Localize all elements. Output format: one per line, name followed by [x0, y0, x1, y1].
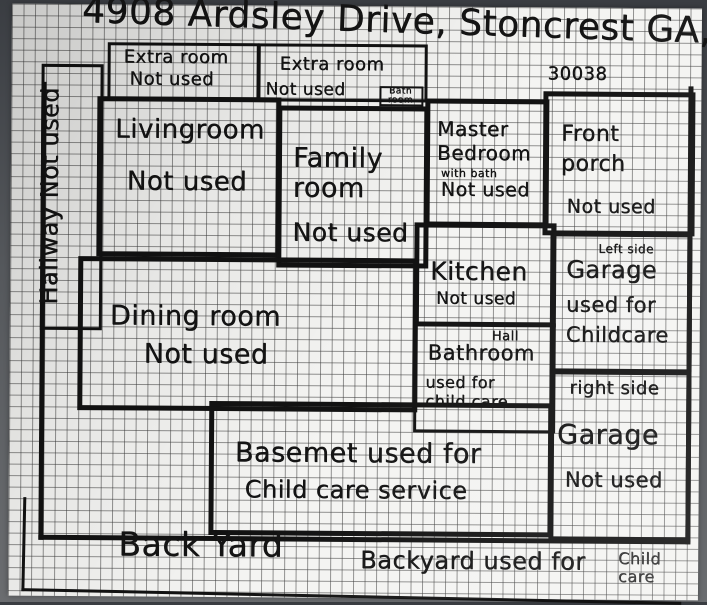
dining-room	[77, 256, 419, 413]
garage-left-side: Left side	[598, 241, 654, 257]
garage-left-status: used for Childcare	[565, 292, 669, 348]
dining-room-name: Dining room	[109, 300, 282, 333]
garage-right-side: right side	[569, 377, 660, 400]
extra-room-2-name: Extra room	[279, 53, 385, 76]
living-room-name: Livingroom	[115, 114, 265, 146]
basement-name: Basemet used for	[234, 437, 482, 470]
living-room-status: Not used	[126, 166, 248, 198]
garage-left-name: Garage	[566, 255, 658, 285]
extra-room-2-note: Bath room	[387, 86, 414, 106]
garage-right-status: Not used	[564, 467, 663, 493]
back-yard-status: Backyard used for	[360, 546, 586, 576]
hallway-label: Hallway Not used	[34, 86, 65, 305]
master-bedroom-name: Master Bedroom	[436, 116, 532, 166]
front-porch-name: Front porch	[560, 121, 626, 177]
family-room-status: Not used	[292, 217, 409, 248]
extra-room-1-status: Not used	[129, 68, 215, 91]
extra-room-1-name: Extra room	[123, 46, 229, 69]
garage-right-name: Garage	[556, 419, 660, 452]
family-room-name: Family room	[292, 142, 383, 205]
extra-room-2-status: Not used	[265, 79, 346, 100]
back-yard-note: Child care	[618, 548, 662, 587]
kitchen-status: Not used	[435, 288, 517, 310]
hall-bathroom-status: used for child care	[425, 372, 509, 412]
address-zip: 30038	[547, 63, 608, 85]
floor-plan-paper: 4908 Ardsley Drive, Stoncrest GA, 30038 …	[7, 0, 707, 605]
back-yard-name: Back Yard	[118, 524, 284, 565]
kitchen-name: Kitchen	[430, 256, 528, 287]
front-porch-status: Not used	[566, 195, 656, 219]
hall-bathroom-name: Bathroom	[427, 340, 535, 366]
master-bedroom-status: Not used	[440, 178, 530, 202]
basement-status: Child care service	[244, 475, 468, 505]
dining-room-status: Not used	[143, 338, 269, 371]
